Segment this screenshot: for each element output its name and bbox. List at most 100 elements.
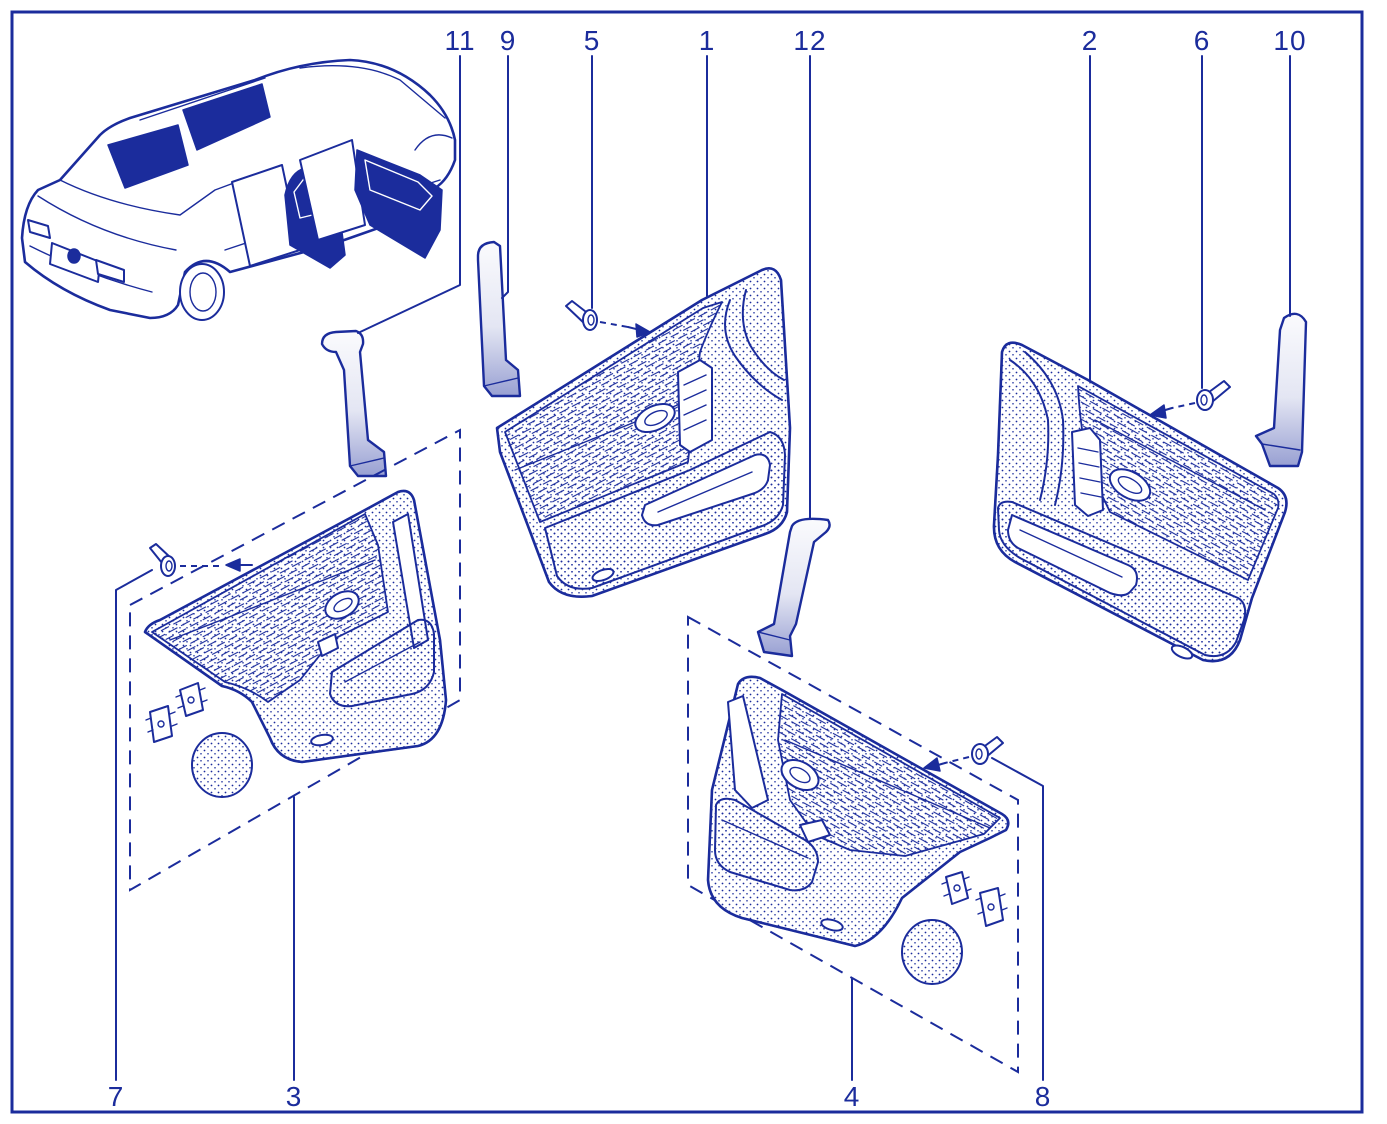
retainer-plate-4a-body xyxy=(945,871,969,905)
retainer-plate-3a xyxy=(145,705,178,743)
fitting-arrow-5-head xyxy=(635,323,651,338)
retainer-plate-4a-notches xyxy=(941,876,972,897)
car-locator-illustration xyxy=(20,58,457,321)
callout-5: 5 xyxy=(584,25,601,56)
leader-line-11 xyxy=(357,55,461,334)
clip-5 xyxy=(565,300,598,331)
callout-8: 8 xyxy=(1035,1081,1052,1112)
door-panel-1-switch-buttons xyxy=(683,374,707,431)
pillar-trim-11-body xyxy=(320,329,388,478)
car-front-wheel-arch xyxy=(414,134,453,151)
door-panel-1-pull-slot xyxy=(657,471,753,513)
retainer-plate-4b xyxy=(975,887,1008,927)
retainer-plate-3b-notches xyxy=(175,687,208,709)
door-panel-2-window-frame xyxy=(1009,359,1050,501)
retainer-plate-3a-hole xyxy=(157,720,165,728)
clip-6-head xyxy=(1196,389,1214,411)
callout-11: 11 xyxy=(444,25,475,56)
callout-6: 6 xyxy=(1194,25,1211,56)
fitting-arrow-6-path xyxy=(1171,402,1196,409)
door-panel-2-handle-lever xyxy=(1117,475,1143,495)
door-panel-1-handle-lever xyxy=(644,409,668,427)
fitting-arrow-6-head xyxy=(1149,404,1167,419)
pillar-trim-10-body xyxy=(1254,312,1308,468)
car-highlight-panel-front xyxy=(182,83,271,151)
pillar-trim-11 xyxy=(320,329,388,478)
retainer-plate-4b-body xyxy=(979,887,1004,927)
pillar-trim-9-foot xyxy=(483,377,519,387)
door-panel-2-pull-handle xyxy=(1007,514,1138,597)
fitting-arrow-8 xyxy=(923,756,970,772)
door-panel-4-handle-lever xyxy=(789,766,811,784)
fitting-arrow-5-path xyxy=(599,321,629,328)
car-tail-light-right xyxy=(95,259,125,283)
door-panel-4-window-recess xyxy=(727,695,769,809)
car-front-door-window xyxy=(364,159,433,211)
door-panel-3-reflector xyxy=(310,733,334,747)
pillar-trim-9 xyxy=(476,240,522,398)
callout-9: 9 xyxy=(500,25,517,56)
fitting-arrow-6 xyxy=(1149,402,1196,419)
callout-4: 4 xyxy=(844,1081,861,1112)
retainer-plate-4a-hole xyxy=(953,884,961,892)
fitting-arrow-7-head xyxy=(225,558,241,572)
door-panel-3-handle-lever xyxy=(333,597,353,613)
pillar-trim-10 xyxy=(1254,312,1308,468)
fitting-arrow-8-path xyxy=(944,756,970,764)
callout-labels-top: 11 9 5 1 12 2 6 10 xyxy=(444,25,1306,56)
door-panel-4-switch xyxy=(799,819,831,843)
door-panel-1-reflector xyxy=(591,567,615,583)
clip-8-head xyxy=(971,743,989,765)
clip-8 xyxy=(971,736,1004,765)
callout-10: 10 xyxy=(1273,25,1306,56)
door-panel-4-map-pocket xyxy=(714,797,819,892)
speaker-grille-rear-right xyxy=(901,919,963,985)
door-panel-2-window-frame-inner xyxy=(1024,351,1065,506)
fitting-arrow-5 xyxy=(599,321,651,338)
clip-5-head xyxy=(582,309,598,331)
car-roof-line xyxy=(139,65,446,121)
door-trim-panel-3 xyxy=(143,489,448,764)
pillar-trim-12 xyxy=(756,517,831,658)
door-panel-4-handle-recess xyxy=(780,758,820,792)
car-rear-wheel-hub xyxy=(189,272,217,312)
pillar-trim-10-foot xyxy=(1261,443,1301,451)
pillar-trim-12-foot xyxy=(757,631,791,641)
callout-12: 12 xyxy=(793,25,826,56)
leader-line-9 xyxy=(501,55,509,299)
door-panel-3-belt-line xyxy=(169,559,376,641)
clip-7-center xyxy=(165,560,173,572)
car-front-door-opening xyxy=(299,139,366,241)
assembly-box-rear-right xyxy=(687,615,1019,1074)
door-panel-2-reflector xyxy=(1170,644,1194,660)
callout-2: 2 xyxy=(1082,25,1099,56)
door-panel-3-fabric-insert xyxy=(151,513,389,703)
door-trim-panel-4 xyxy=(706,675,1010,948)
diagram-frame xyxy=(10,10,1364,1114)
clip-6-center xyxy=(1200,394,1208,406)
door-panel-4-fabric-insert xyxy=(777,693,1001,857)
callout-1: 1 xyxy=(699,25,716,56)
retainer-plate-3b-hole xyxy=(187,696,195,704)
door-panel-2-switch-block xyxy=(1071,427,1104,517)
fitting-arrow-7 xyxy=(180,558,253,572)
retainer-plate-4a xyxy=(941,871,972,905)
retainer-plate-3a-notches xyxy=(145,711,178,733)
leader-lines xyxy=(115,55,1291,1081)
car-highlight-panel-rear xyxy=(107,124,189,189)
car-front-door-open xyxy=(354,149,443,259)
retainer-plate-4b-hole xyxy=(987,903,995,911)
car-badge-icon xyxy=(67,248,81,264)
door-panel-1-pull-handle xyxy=(641,453,771,527)
clip-8-center xyxy=(975,748,983,760)
door-panel-2-switch-buttons xyxy=(1077,447,1102,498)
callout-7: 7 xyxy=(108,1081,125,1112)
retainer-plate-3b-body xyxy=(179,682,204,717)
door-trim-panel-2 xyxy=(992,341,1288,663)
clip-5-center xyxy=(587,314,595,326)
pillar-trim-9-body xyxy=(476,240,522,398)
fitting-arrow-8-head xyxy=(923,757,941,772)
pillar-trim-11-foot xyxy=(349,457,385,467)
speaker-grille-rear-left xyxy=(191,732,253,798)
